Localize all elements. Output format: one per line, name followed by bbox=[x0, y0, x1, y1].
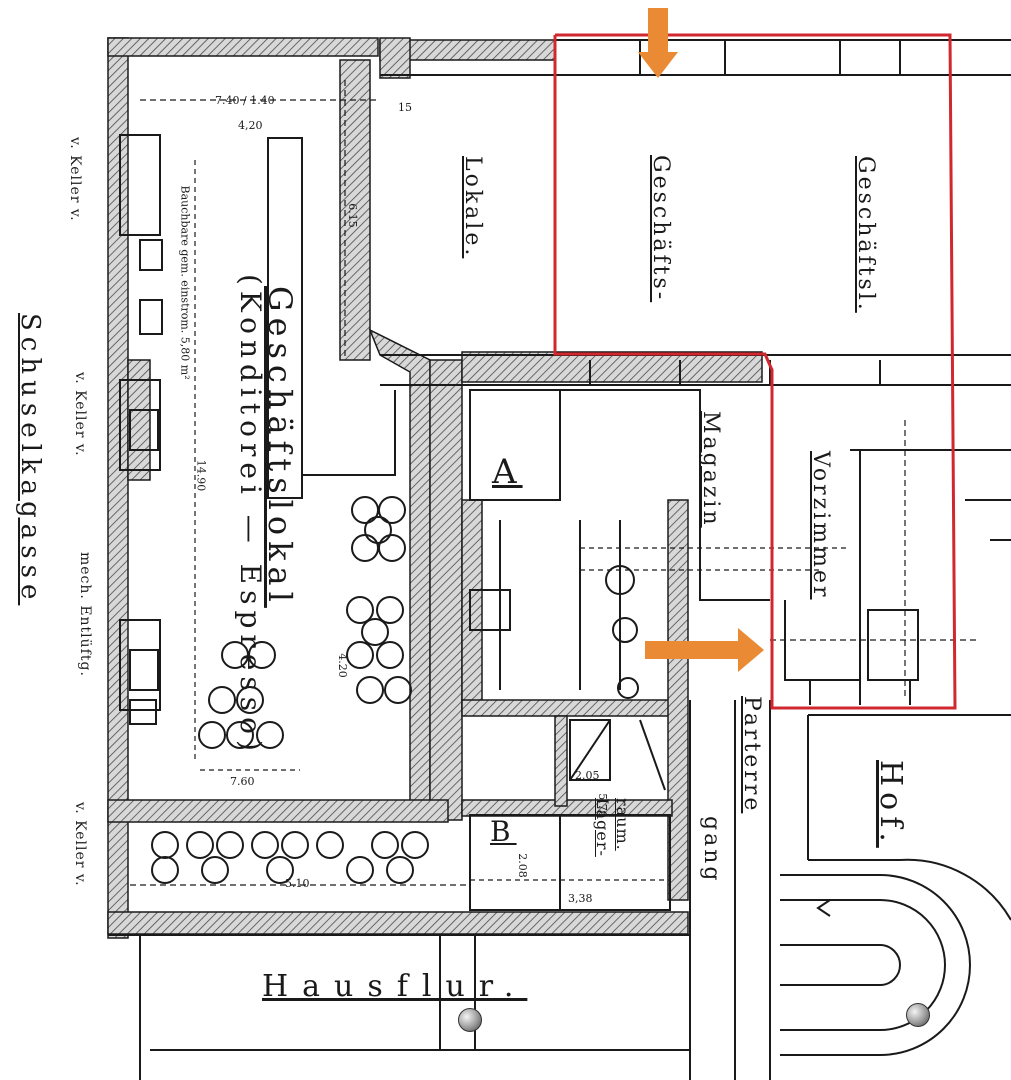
street-label: Schuselkagasse bbox=[15, 313, 45, 606]
main-shop-sub-label: (Konditorei — Espresso) bbox=[234, 274, 267, 757]
highlight-outline bbox=[553, 33, 957, 710]
dim-label: 7.60 bbox=[230, 775, 255, 788]
room-label-magazin: Magazin bbox=[698, 411, 723, 528]
room-outlines bbox=[108, 39, 1011, 1080]
dim-label: 5.70 bbox=[595, 793, 609, 818]
dim-label: 2.05 bbox=[575, 769, 600, 782]
dim-label: 4,20 bbox=[238, 119, 263, 132]
location-marker[interactable] bbox=[458, 1008, 482, 1032]
arrow-icon-right bbox=[645, 628, 764, 672]
dim-label: 6.15 bbox=[345, 203, 359, 228]
cellar-vent-label: mech. Entlüftg. bbox=[77, 552, 93, 677]
main-shop-label: Geschäftslokal bbox=[261, 286, 299, 608]
room-label-vorzimmer: Vorzimmer bbox=[808, 451, 833, 600]
yard-label-hof: Hof. bbox=[873, 760, 908, 848]
room-label-geschaefts: Geschäfts- bbox=[648, 155, 673, 303]
dim-label: 7.40 / 1.40 bbox=[215, 94, 275, 107]
dim-label: 5.10 bbox=[285, 877, 310, 890]
hof-arch bbox=[780, 858, 1011, 1056]
dim-label: 2.08 bbox=[515, 853, 529, 878]
arrow-icon bbox=[638, 8, 678, 78]
room-label-geschaeftsl: Geschäftsl. bbox=[853, 156, 878, 313]
room-label-a: A bbox=[492, 452, 523, 492]
dim-label: 4.20 bbox=[335, 653, 349, 678]
walls bbox=[107, 37, 763, 939]
dim-label: 3,38 bbox=[568, 892, 593, 905]
cellar-label-3: v. Keller v. bbox=[72, 802, 88, 887]
room-label-lager-2: raum. bbox=[613, 798, 632, 851]
room-label-lokale: Lokale. bbox=[460, 156, 485, 259]
corridor-label-parterre: Parterre bbox=[739, 696, 764, 814]
dim-label: 15 bbox=[398, 101, 412, 114]
location-marker[interactable] bbox=[906, 1003, 930, 1027]
hallway-label-hausflur: Hausflur. bbox=[262, 969, 528, 1004]
cellar-label-2: v. Keller v. bbox=[72, 372, 88, 457]
table-circles bbox=[129, 239, 429, 884]
counter-note-label: Bauchbare gem. einstrom. 5,80 m² bbox=[178, 185, 192, 380]
room-label-b: B bbox=[490, 815, 517, 848]
dim-label: 14.90 bbox=[194, 459, 208, 492]
cellar-label-1: v. Keller v. bbox=[67, 137, 83, 222]
corridor-label-gang: gang bbox=[699, 816, 724, 884]
